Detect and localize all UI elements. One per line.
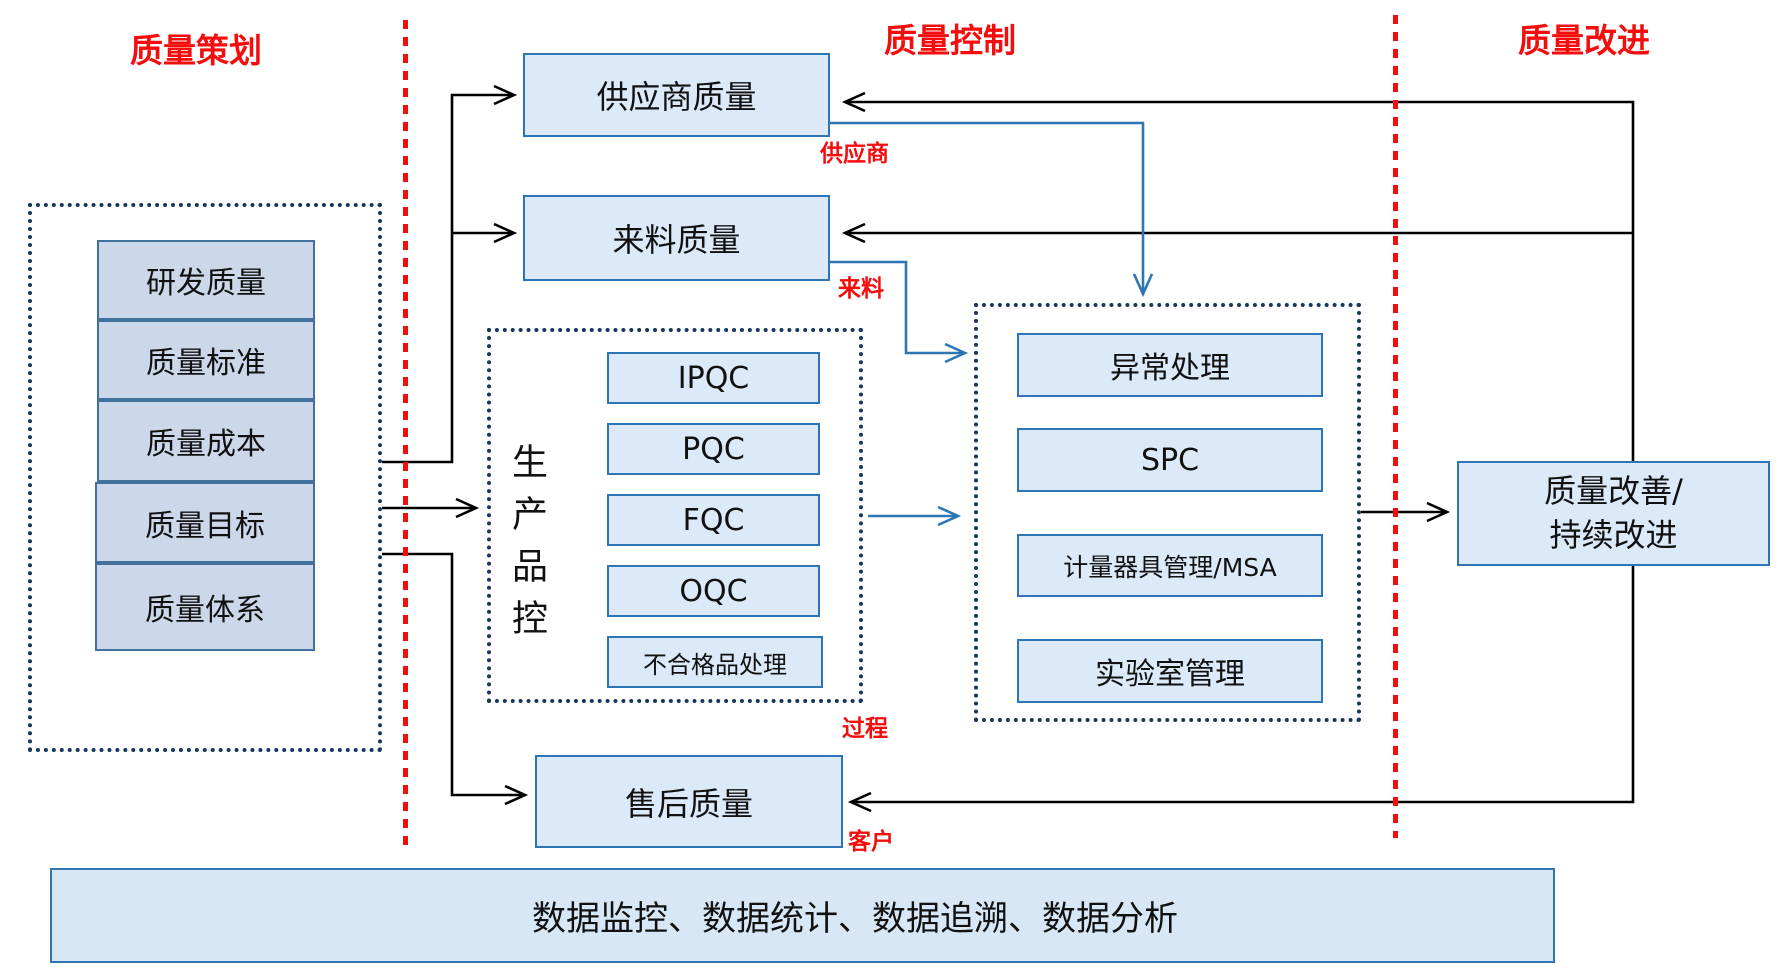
node-incoming-quality: 来料质量 <box>523 195 830 281</box>
stage-label-customer: 客户 <box>848 829 894 855</box>
quality-improvement-line2: 持续改进 <box>1549 515 1678 554</box>
node-lab-management: 实验室管理 <box>1017 639 1323 703</box>
planning-item-quality-system: 质量体系 <box>95 563 315 651</box>
node-exception-handling: 异常处理 <box>1017 333 1323 397</box>
connector-feedback-to-aftersales <box>847 566 1635 813</box>
stage-label-incoming: 来料 <box>838 276 884 302</box>
connector-planning-to-supplier <box>382 84 518 464</box>
node-pqc: PQC <box>607 423 820 475</box>
production-control-group-box <box>487 328 863 703</box>
planning-item-rd-quality: 研发质量 <box>97 240 315 320</box>
node-aftersales-quality: 售后质量 <box>535 755 843 848</box>
node-spc: SPC <box>1017 428 1323 492</box>
quality-improvement-line1: 质量改善/ <box>1544 472 1683 511</box>
node-ipqc: IPQC <box>607 352 820 404</box>
divider-dotted-red-right <box>1393 15 1398 838</box>
node-gauge-management-msa: 计量器具管理/MSA <box>1017 534 1323 597</box>
connector-planning-to-aftersales <box>382 552 529 806</box>
title-quality-control: 质量控制 <box>884 21 1016 60</box>
planning-item-quality-target: 质量目标 <box>95 482 315 563</box>
node-nonconforming-handling: 不合格品处理 <box>607 636 823 688</box>
connector-feedback-to-supplier <box>841 91 1635 461</box>
title-quality-improvement: 质量改进 <box>1518 21 1650 60</box>
node-supplier-quality: 供应商质量 <box>523 53 830 137</box>
node-quality-improvement: 质量改善/ 持续改进 <box>1457 461 1770 566</box>
data-platform-bar: 数据监控、数据统计、数据追溯、数据分析 <box>50 868 1555 963</box>
connector-incoming-to-control-group <box>830 260 969 364</box>
data-platform-bar-text: 数据监控、数据统计、数据追溯、数据分析 <box>532 899 1178 939</box>
production-group-vertical-label: 生产品控 <box>506 443 547 651</box>
node-fqc: FQC <box>607 494 820 546</box>
connector-supplier-to-control-group <box>830 121 1154 298</box>
node-oqc: OQC <box>607 565 820 617</box>
planning-item-quality-cost: 质量成本 <box>97 400 315 482</box>
stage-label-supplier: 供应商 <box>820 141 889 167</box>
planning-item-quality-standard: 质量标准 <box>97 320 315 400</box>
planning-group-box <box>28 203 382 752</box>
divider-dotted-red-left <box>403 20 408 845</box>
stage-label-process: 过程 <box>842 716 888 742</box>
title-quality-planning: 质量策划 <box>130 31 262 70</box>
quality-control-group-box <box>974 303 1361 722</box>
